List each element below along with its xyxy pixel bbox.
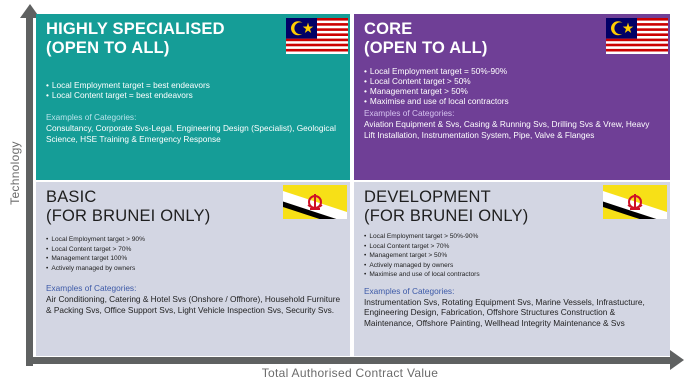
examples-text: Air Conditioning, Catering & Hotel Svs (… (46, 294, 341, 315)
quadrant-title-line2: (OPEN TO ALL) (46, 39, 170, 57)
quadrant-title: HIGHLY SPECIALISED (OPEN TO ALL) (46, 20, 342, 58)
y-axis (26, 14, 33, 366)
target-item: •Local Content target > 70% (46, 245, 132, 253)
target-item: •Local Content target > 70% (364, 242, 450, 250)
quadrant-title: DEVELOPMENT (FOR BRUNEI ONLY) (364, 188, 662, 226)
quadrant-title-line1: HIGHLY SPECIALISED (46, 20, 225, 38)
examples-text: Consultancy, Corporate Svs-Legal, Engine… (46, 123, 336, 144)
target-list: •Local Employment target = 50%-90% •Loca… (364, 66, 662, 106)
quadrant-title: CORE (OPEN TO ALL) (364, 20, 662, 58)
x-axis (26, 357, 672, 364)
quadrant-basic: BASIC (FOR BRUNEI ONLY) •Local Employmen… (36, 182, 350, 356)
target-item: •Local Content target > 50% (364, 76, 471, 86)
target-item: •Local Content target = best endeavors (46, 90, 193, 100)
y-axis-label: Technology (8, 141, 22, 205)
brunei-flag-icon (283, 185, 347, 219)
quadrant-title-line1: DEVELOPMENT (364, 188, 491, 206)
target-list: •Local Employment target > 90% •Local Co… (46, 235, 342, 273)
target-item: •Management target > 50% (364, 86, 468, 96)
target-item: •Maximise and use of local contractors (364, 271, 480, 278)
quadrant-title: BASIC (FOR BRUNEI ONLY) (46, 188, 342, 226)
target-item: •Management target > 50% (364, 252, 448, 259)
target-item: •Maximise and use of local contractors (364, 96, 509, 106)
target-item: •Management target 100% (46, 255, 128, 262)
malaysia-flag-icon (606, 18, 668, 54)
target-list: •Local Employment target = best endeavor… (46, 80, 342, 100)
malaysia-flag-icon (286, 18, 348, 54)
examples-heading: Examples of Categories: (364, 285, 455, 296)
quadrant-title-line2: (OPEN TO ALL) (364, 39, 488, 57)
target-item: •Local Employment target > 50%-90% (364, 233, 479, 240)
target-item: •Actively managed by owners (364, 261, 454, 269)
examples-heading: Examples of Categories: (46, 283, 137, 293)
examples-heading: Examples of Categories: (46, 112, 137, 122)
brunei-flag-icon (603, 185, 667, 219)
examples-heading: Examples of Categories: (364, 108, 455, 118)
x-axis-label: Total Authorised Contract Value (261, 366, 439, 380)
target-list: •Local Employment target > 50%-90% •Loca… (364, 232, 662, 280)
target-item: •Local Employment target = best endeavor… (46, 80, 210, 90)
target-item: •Local Employment target > 90% (46, 236, 145, 243)
examples-text: Aviation Equipment & Svs, Casing & Runni… (364, 119, 650, 140)
quadrant-title-line2: (FOR BRUNEI ONLY) (46, 207, 211, 225)
target-item: •Actively managed by owners (46, 264, 136, 272)
quadrant-title-line2: (FOR BRUNEI ONLY) (364, 207, 529, 225)
quadrant-title-line1: CORE (364, 20, 413, 38)
target-item: •Local Employment target = 50%-90% (364, 66, 508, 76)
quadrant-title-line1: BASIC (46, 188, 97, 206)
y-axis-arrow (20, 4, 40, 18)
x-axis-arrow (670, 350, 684, 370)
examples-text: Instrumentation Svs, Rotating Equipment … (364, 296, 645, 328)
